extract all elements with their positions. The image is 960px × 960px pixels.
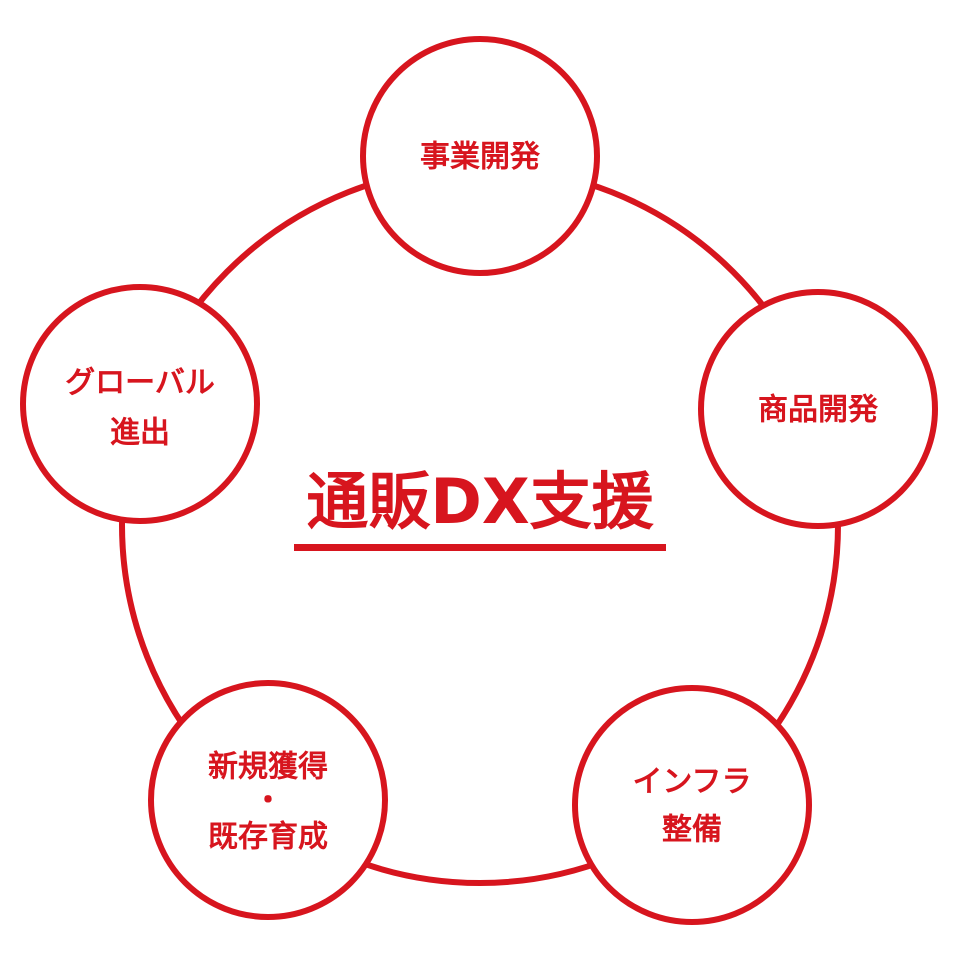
node-circle [20,284,260,524]
node-label-line: ・ [253,784,283,819]
node-label-line: 事業開発 [420,140,541,175]
node-label-line: 進出 [110,416,170,451]
node-circle [360,36,600,276]
node-business-development[interactable]: 事業開発 [360,36,600,276]
node-label-line: グローバル [65,366,215,401]
node-label-line: 新規獲得 [208,750,328,785]
node-infrastructure[interactable]: インフラ 整備 [572,685,812,925]
node-circle [148,680,388,920]
node-product-development[interactable]: 商品開発 [698,289,938,529]
node-circle [572,685,812,925]
center-title-underline [294,544,666,551]
node-label-line: インフラ [632,765,751,800]
node-label-line: 商品開発 [758,393,879,428]
node-circle [698,289,938,529]
center-title: 通販DX支援 [306,465,654,538]
node-label-line: 既存育成 [208,820,328,855]
node-acquisition-retention[interactable]: 新規獲得 ・ 既存育成 [148,680,388,920]
node-global-expansion[interactable]: グローバル 進出 [20,284,260,524]
node-label-line: 整備 [662,813,722,848]
